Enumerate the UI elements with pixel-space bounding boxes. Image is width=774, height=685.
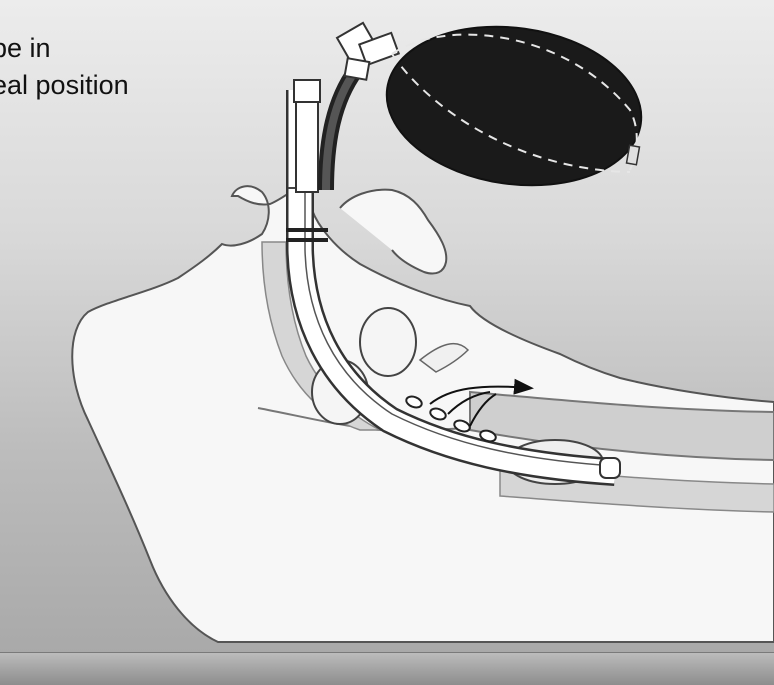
connector-cap-left bbox=[294, 80, 320, 102]
ventilation-bag-icon bbox=[376, 11, 651, 201]
tube-connector-icon bbox=[337, 23, 399, 80]
pharyngeal-cuff-upper bbox=[360, 308, 416, 376]
floor-bar bbox=[0, 652, 774, 685]
tube-tip bbox=[600, 458, 620, 478]
airway-diagram bbox=[0, 0, 774, 652]
